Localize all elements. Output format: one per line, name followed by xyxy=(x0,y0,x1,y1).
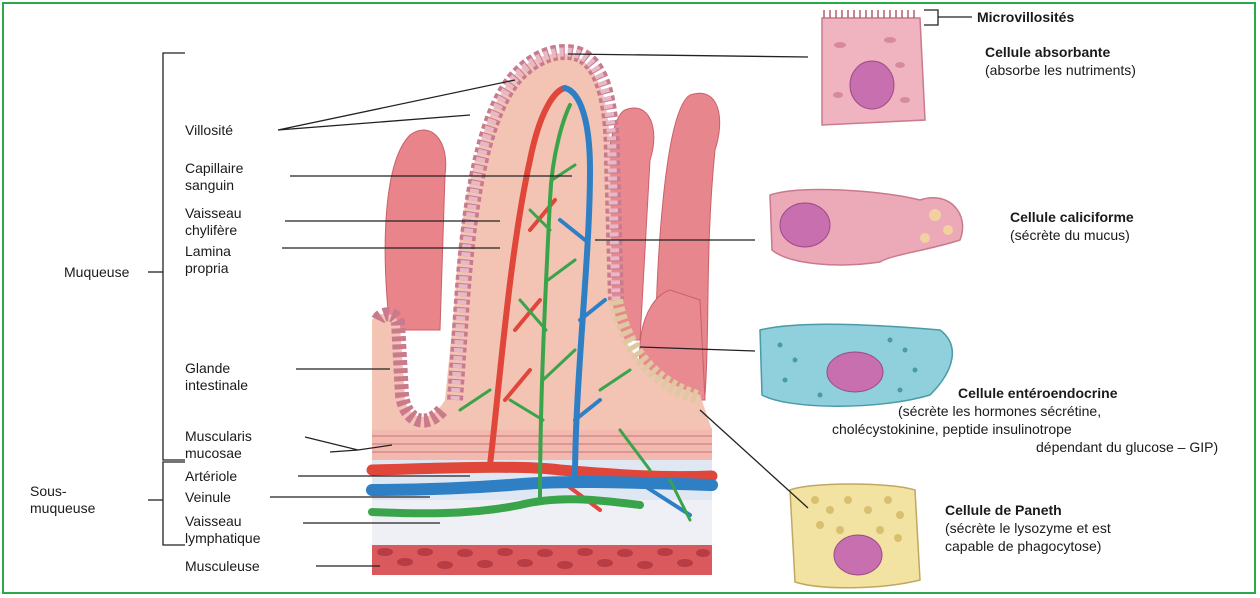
label-sous-muqueuse-line1: Sous- xyxy=(30,483,67,500)
label-muscularis-mucosae-line1: Muscularis xyxy=(185,428,252,445)
cell-absorbante-desc: (absorbe les nutriments) xyxy=(985,61,1136,79)
label-arteriole: Artériole xyxy=(185,468,237,485)
cell-caliciforme-title: Cellule caliciforme xyxy=(1010,208,1134,226)
label-glande-intestinale-line1: Glande xyxy=(185,360,230,377)
label-vaisseau-chylifere-line1: Vaisseau xyxy=(185,205,242,222)
cell-enteroendocrine-desc-line3: dépendant du glucose – GIP) xyxy=(1036,438,1218,456)
cell-enteroendocrine-desc-line2: cholécystokinine, peptide insulinotrope xyxy=(832,420,1072,438)
label-vaisseau-lymphatique-line2: lymphatique xyxy=(185,530,261,547)
label-vaisseau-chylifere-line2: chylifère xyxy=(185,222,237,239)
label-lamina-propria-line1: Lamina xyxy=(185,243,231,260)
label-lamina-propria-line2: propria xyxy=(185,260,229,277)
label-muqueuse: Muqueuse xyxy=(64,264,129,281)
sous-muqueuse-bracket xyxy=(163,462,185,545)
label-glande-intestinale-line2: intestinale xyxy=(185,377,248,394)
cell-enteroendocrine-title: Cellule entéroendocrine xyxy=(958,384,1117,402)
cell-paneth-desc-line2: capable de phagocytose) xyxy=(945,537,1101,555)
label-sous-muqueuse-line2: muqueuse xyxy=(30,500,95,517)
label-vaisseau-lymphatique-line1: Vaisseau xyxy=(185,513,242,530)
label-villosite: Villosité xyxy=(185,122,233,139)
cell-paneth-title: Cellule de Paneth xyxy=(945,501,1062,519)
label-muscularis-mucosae-line2: mucosae xyxy=(185,445,242,462)
cell-absorbante-title: Cellule absorbante xyxy=(985,43,1110,61)
muqueuse-bracket xyxy=(163,53,185,460)
label-veinule: Veinule xyxy=(185,489,231,506)
cell-enteroendocrine-desc-line1: (sécrète les hormones sécrétine, xyxy=(898,402,1101,420)
cell-caliciforme-desc: (sécrète du mucus) xyxy=(1010,226,1130,244)
cell-paneth-desc-line1: (sécrète le lysozyme et est xyxy=(945,519,1111,537)
label-musculeuse: Musculeuse xyxy=(185,558,260,575)
label-capillaire-line1: Capillaire xyxy=(185,160,243,177)
label-microvillosites: Microvillosités xyxy=(977,8,1074,26)
label-capillaire-line2: sanguin xyxy=(185,177,234,194)
